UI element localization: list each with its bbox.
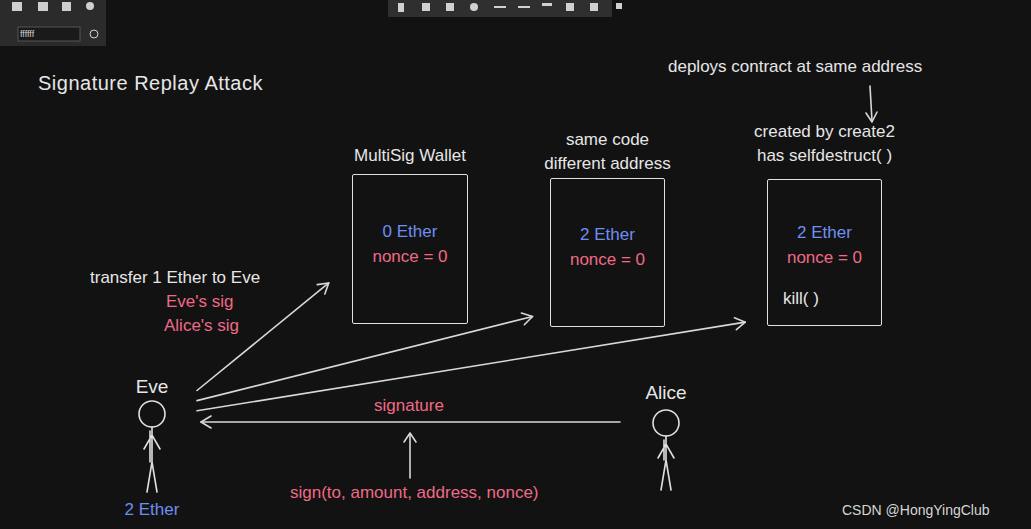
function-call-note: sign(to, amount, address, nonce) xyxy=(290,483,539,503)
connector-line xyxy=(197,322,745,411)
tool-icon xyxy=(62,2,71,11)
connector-arrow xyxy=(197,318,745,411)
function-name: kill( ) xyxy=(768,286,881,311)
contract-box: same code different address2 Ethernonce … xyxy=(550,128,665,327)
box-frame: 0 Ethernonce = 0 xyxy=(352,174,468,324)
person-figure: Eve2 Ether xyxy=(107,376,197,521)
arrow-head xyxy=(317,283,329,294)
arrow-head xyxy=(201,416,211,428)
figure-strokes xyxy=(139,401,165,492)
annotation-note: deploys contract at same address xyxy=(668,57,922,77)
tool-icon xyxy=(12,2,22,11)
box-heading: same code different address xyxy=(535,128,680,176)
tool-icon xyxy=(90,30,98,38)
arrow-head xyxy=(521,313,532,325)
figure-head xyxy=(139,401,165,427)
box-frame: 2 Ethernonce = 0 xyxy=(550,178,665,327)
nonce-value: nonce = 0 xyxy=(551,247,664,272)
tool-icon xyxy=(86,2,94,10)
figure-body xyxy=(658,436,674,490)
tool-icon xyxy=(38,2,48,11)
ether-balance: 0 Ether xyxy=(353,219,467,244)
person-name: Alice xyxy=(606,382,726,404)
box-heading: created by create2 has selfdestruct( ) xyxy=(747,120,902,168)
figure-body xyxy=(144,427,160,492)
toolbar-icons xyxy=(398,3,622,12)
person-name: Eve xyxy=(87,376,217,398)
nonce-value: nonce = 0 xyxy=(353,244,467,269)
ether-balance: 2 Ether xyxy=(768,220,881,245)
nonce-value: nonce = 0 xyxy=(768,245,881,270)
connector-line xyxy=(197,316,533,400)
connector-arrow xyxy=(201,416,620,428)
watermark: CSDN @HongYingClub xyxy=(842,500,990,520)
ether-balance: 2 Ether xyxy=(551,222,664,247)
contract-box: created by create2 has selfdestruct( )2 … xyxy=(767,120,882,326)
figure-head xyxy=(653,410,679,436)
signature-note: Eve's sig xyxy=(166,292,234,312)
color-value: ffffff xyxy=(20,28,34,40)
leader-arrow xyxy=(870,86,872,121)
connector-line xyxy=(201,421,620,423)
figure-strokes xyxy=(653,410,679,490)
ether-balance: 2 Ether xyxy=(87,499,217,521)
connector-arrow xyxy=(197,313,533,401)
top-toolbar xyxy=(388,0,612,17)
color-input xyxy=(18,27,80,41)
stick-figure xyxy=(107,376,197,521)
box-heading: MultiSig Wallet xyxy=(335,144,485,168)
arrow-head xyxy=(866,112,877,122)
arrow-head xyxy=(404,433,416,442)
side-panel xyxy=(0,0,106,46)
person-figure: Alice xyxy=(626,382,706,494)
signature-note: Alice's sig xyxy=(164,316,239,336)
arrow-head xyxy=(734,318,745,330)
leader-arrow xyxy=(409,434,411,478)
diagram-title: Signature Replay Attack xyxy=(38,72,263,95)
box-frame: 2 Ethernonce = 0 kill( ) xyxy=(767,179,882,326)
edge-label: signature xyxy=(372,396,446,416)
contract-box: MultiSig Wallet0 Ethernonce = 0 xyxy=(352,144,468,324)
edge-label: transfer 1 Ether to Eve xyxy=(88,268,262,288)
